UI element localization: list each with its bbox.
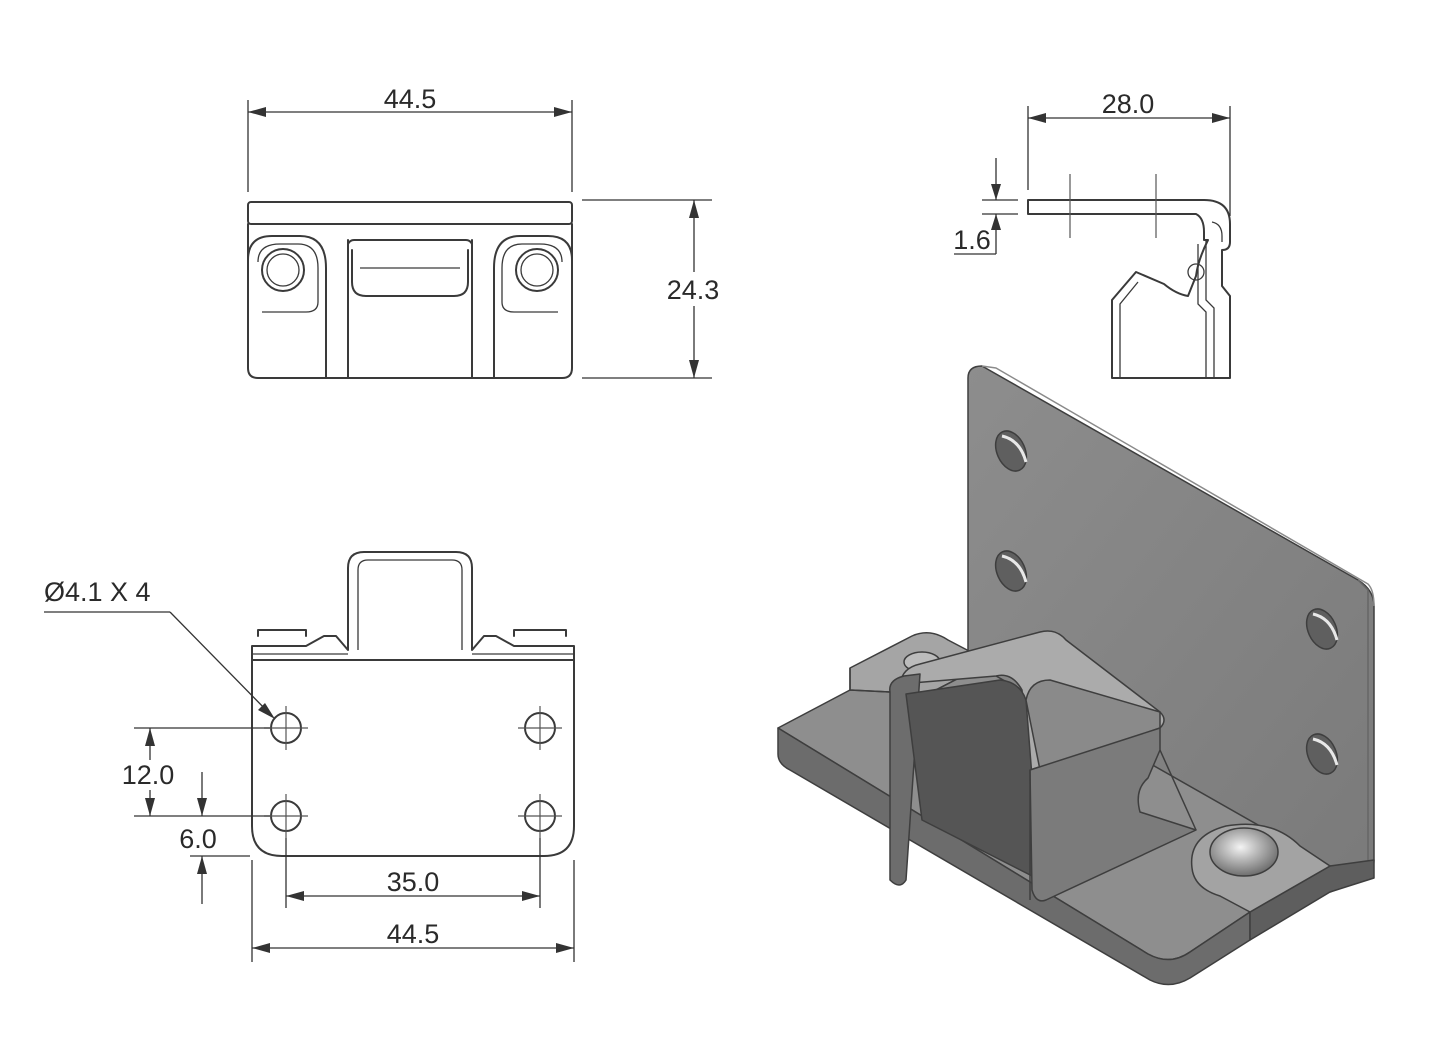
- dim-top-width: 44.5: [384, 84, 437, 114]
- dim-hole-edge: 6.0: [179, 824, 217, 854]
- dim-side-width: 28.0: [1102, 89, 1155, 119]
- isometric-view: [777, 365, 1375, 986]
- mounting-holes: [264, 706, 562, 838]
- dim-front-width: 44.5: [387, 919, 440, 949]
- dim-thickness: 1.6: [953, 225, 991, 255]
- front-view: Ø4.1 X 4 12.0 6.0 35.0 44.5: [44, 551, 575, 962]
- dim-top-height: 24.3: [667, 275, 720, 305]
- top-view: 44.5 24.3: [247, 84, 726, 379]
- hole-callout: Ø4.1 X 4: [44, 577, 151, 607]
- dim-hole-vertical: 12.0: [122, 760, 175, 790]
- side-view: 28.0 1.6: [953, 89, 1231, 379]
- dim-hole-horizontal: 35.0: [387, 867, 440, 897]
